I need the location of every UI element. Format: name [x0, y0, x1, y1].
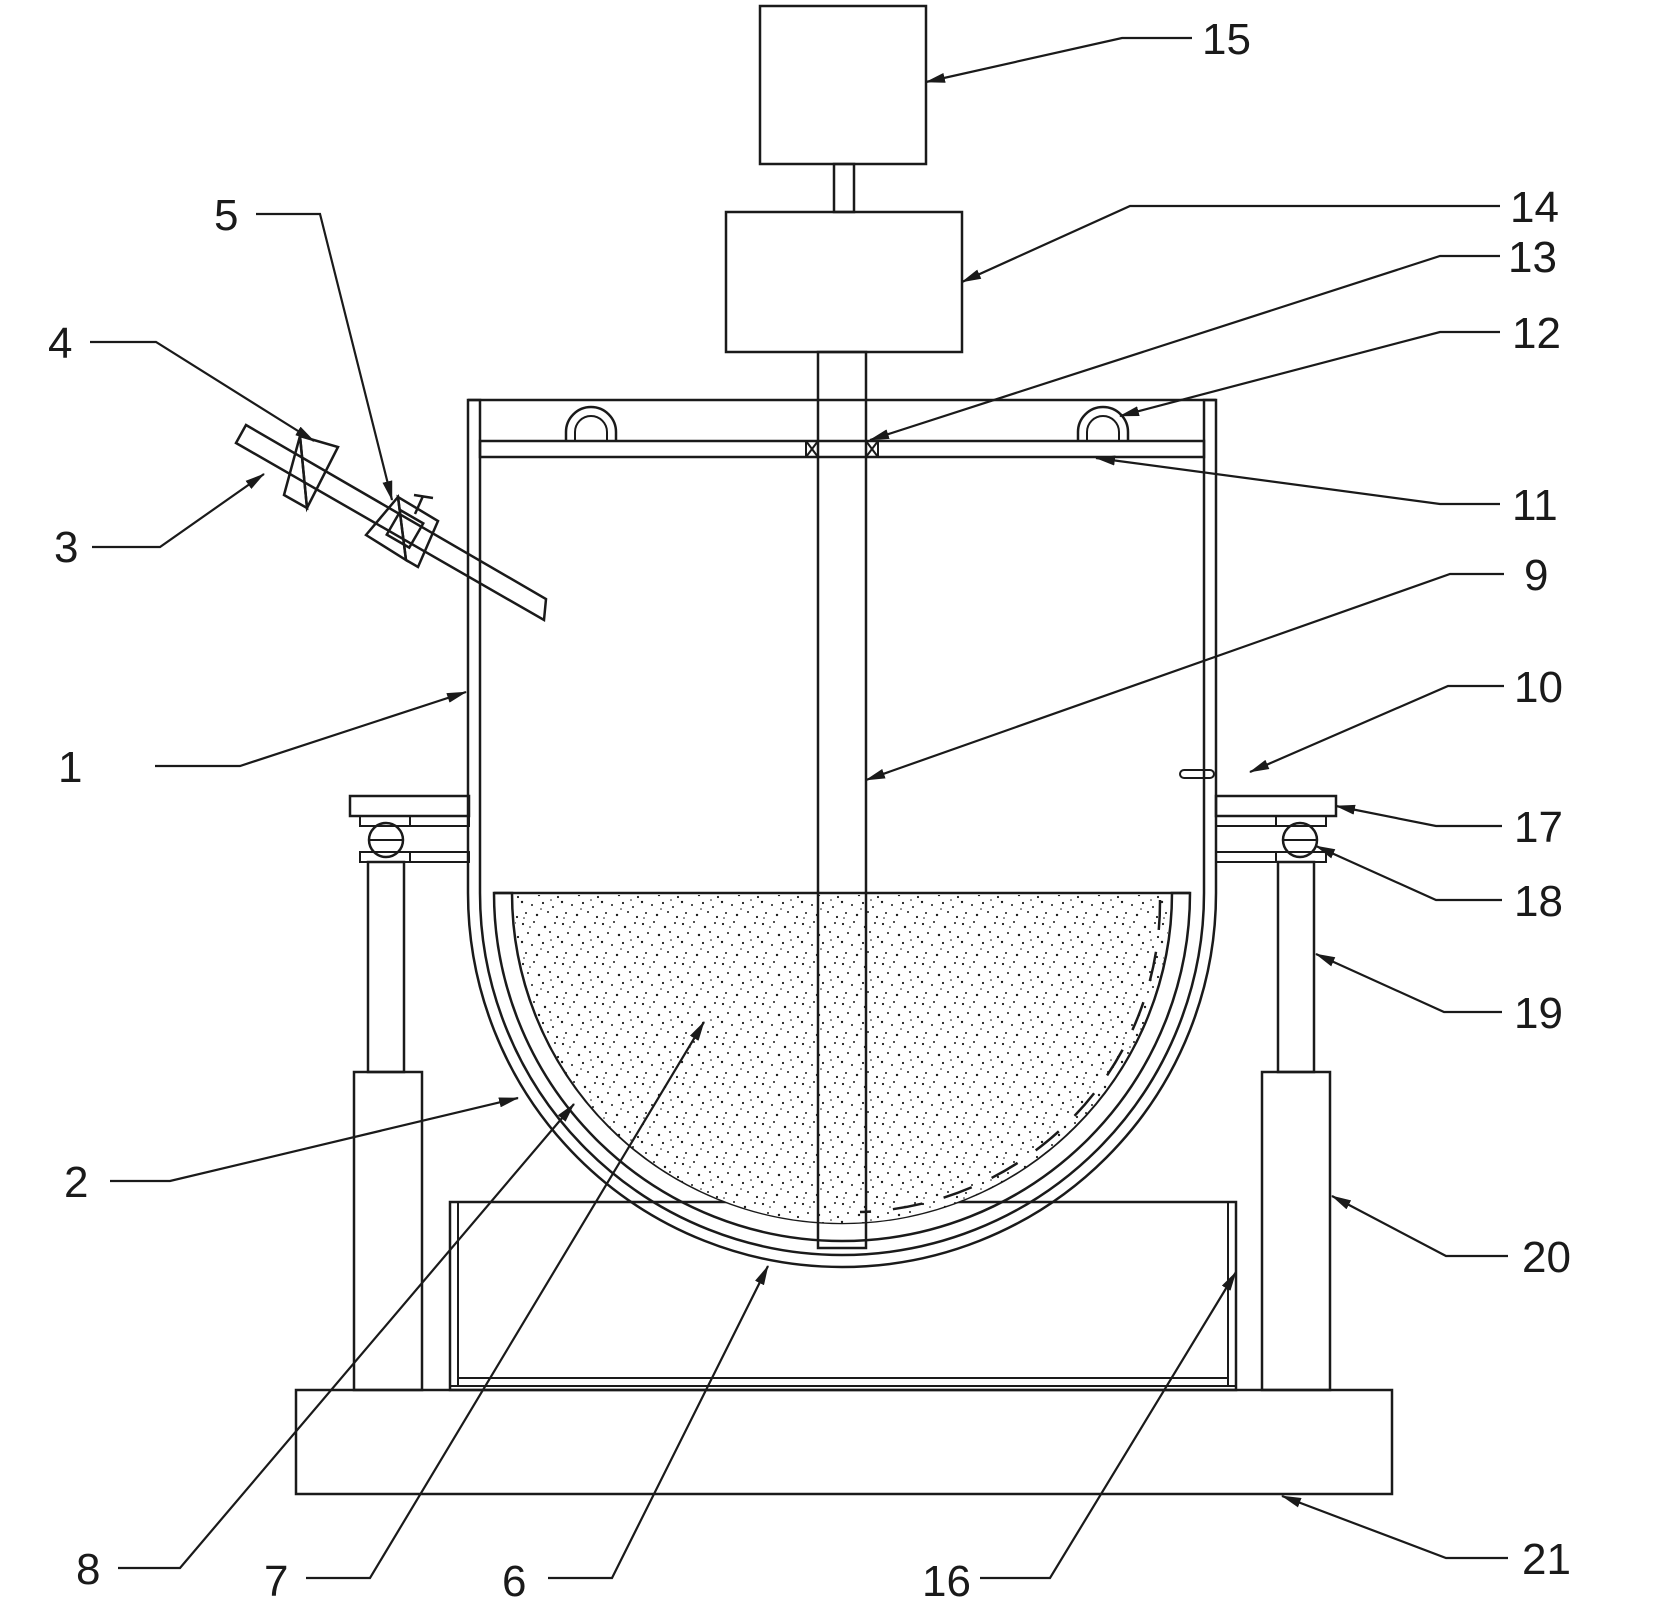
- lifting-ring-right: [1076, 405, 1130, 441]
- motor-box: [758, 4, 928, 166]
- leader-2: [110, 1096, 519, 1183]
- support-cylinder-right: [1260, 1070, 1332, 1392]
- motor-coupling: [832, 162, 856, 214]
- callout-5: 5: [214, 191, 238, 240]
- roller-ball-left: [367, 821, 405, 859]
- leader-5: [256, 212, 394, 501]
- support-rod-right: [1276, 860, 1316, 1074]
- material-fill: [514, 895, 1170, 1223]
- support-cylinder-left: [352, 1070, 424, 1392]
- support-ring-left: [348, 794, 471, 863]
- leader-13: [869, 254, 1500, 442]
- leader-4: [90, 340, 315, 442]
- callout-8: 8: [76, 1545, 100, 1594]
- sensor-probe: [1179, 769, 1215, 779]
- leader-7: [306, 1021, 705, 1580]
- leader-16: [980, 1271, 1237, 1580]
- reducer-box: [724, 210, 964, 354]
- leader-9: [865, 572, 1504, 782]
- callout-12: 12: [1512, 309, 1561, 358]
- leader-10: [1249, 684, 1504, 774]
- callout-7: 7: [264, 1557, 288, 1606]
- callout-1: 1: [58, 743, 82, 792]
- leader-14: [961, 204, 1500, 284]
- leader-20: [1331, 1195, 1508, 1258]
- leader-8: [118, 1103, 575, 1570]
- callout-4: 4: [48, 319, 72, 368]
- support-ring-right: [1214, 794, 1338, 863]
- bearing-left: [805, 440, 819, 458]
- callout-19: 19: [1514, 989, 1563, 1038]
- scraper-blade: [859, 899, 1162, 1214]
- callout-17: 17: [1514, 803, 1563, 852]
- leader-12: [1119, 330, 1500, 418]
- leader-21: [1281, 1494, 1508, 1560]
- feed-pipe: [234, 423, 548, 623]
- bearing-right: [865, 440, 879, 458]
- callout-9: 9: [1524, 551, 1548, 600]
- callout-14: 14: [1510, 183, 1559, 232]
- partition-plate: [478, 439, 1206, 459]
- callout-21: 21: [1522, 1535, 1571, 1584]
- leader-3: [92, 473, 265, 549]
- base-platform: [294, 1388, 1394, 1496]
- lifting-ring-left: [564, 405, 618, 441]
- callout-20: 20: [1522, 1233, 1571, 1282]
- roller-ball-right: [1281, 821, 1319, 859]
- callout-10: 10: [1514, 663, 1563, 712]
- callout-15: 15: [1202, 15, 1251, 64]
- callout-16: 16: [922, 1557, 971, 1606]
- callout-3: 3: [54, 523, 78, 572]
- leader-6: [548, 1265, 769, 1580]
- leader-18: [1315, 844, 1502, 902]
- leader-17: [1335, 804, 1502, 828]
- callout-2: 2: [64, 1158, 88, 1207]
- callout-13: 13: [1508, 233, 1557, 282]
- callout-11: 11: [1512, 481, 1558, 530]
- callout-18: 18: [1514, 877, 1563, 926]
- leader-11: [1095, 455, 1500, 506]
- leader-1: [155, 690, 467, 768]
- valve-upper: [282, 434, 340, 513]
- support-rod-left: [366, 860, 406, 1074]
- collection-tray: [448, 1200, 1238, 1392]
- leader-15: [925, 36, 1192, 84]
- callout-6: 6: [502, 1557, 526, 1606]
- leader-19: [1315, 952, 1502, 1014]
- valve-lower: [364, 493, 440, 569]
